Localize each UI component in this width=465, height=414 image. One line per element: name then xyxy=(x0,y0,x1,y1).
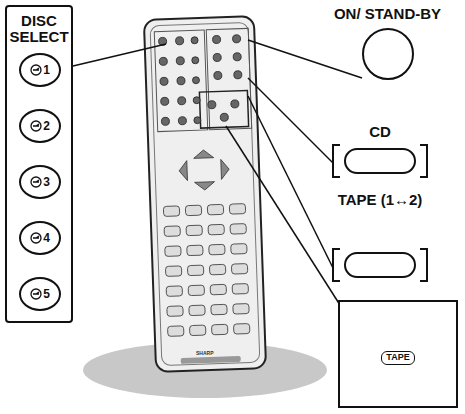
button-label: CD xyxy=(328,124,432,140)
button-number: 3 xyxy=(43,176,50,189)
button-callout: ON/ STAND-BY xyxy=(325,6,450,114)
disc-icon xyxy=(30,120,42,132)
disc-icon xyxy=(30,288,42,300)
button-face xyxy=(344,252,416,278)
disc-icon xyxy=(30,176,42,188)
button-number: 4 xyxy=(43,232,50,245)
button-callout: CD xyxy=(328,124,432,180)
disc-select-panel: DISC SELECT 1 2 3 4 5 xyxy=(5,5,73,323)
button-number: 2 xyxy=(43,120,50,133)
disc-button: 4 xyxy=(19,221,61,255)
button-label: TAPE xyxy=(381,351,414,364)
button-label: DISC SELECT xyxy=(7,7,71,45)
disc-button: 5 xyxy=(19,277,61,311)
button-label: ON/ STAND-BY xyxy=(325,6,450,22)
button-number: 5 xyxy=(43,288,50,301)
button-label: TAPE (1↔2) xyxy=(328,192,432,208)
bracket-button xyxy=(332,248,428,282)
disc-icon xyxy=(30,232,42,244)
bracket-button xyxy=(332,144,428,178)
brand-label: SHARP xyxy=(196,350,214,356)
disc-button: 1 xyxy=(19,53,61,87)
button-face xyxy=(344,148,416,174)
remote-body xyxy=(144,16,266,372)
disc-button: 3 xyxy=(19,165,61,199)
button-callout: TAPE (1↔2) xyxy=(328,192,432,284)
button-number: 1 xyxy=(43,64,50,77)
power-button xyxy=(362,28,414,80)
leader-lines xyxy=(73,40,362,305)
disc-icon xyxy=(30,64,42,76)
disc-button: 2 xyxy=(19,109,61,143)
tape-panel: TAPE xyxy=(338,300,458,408)
